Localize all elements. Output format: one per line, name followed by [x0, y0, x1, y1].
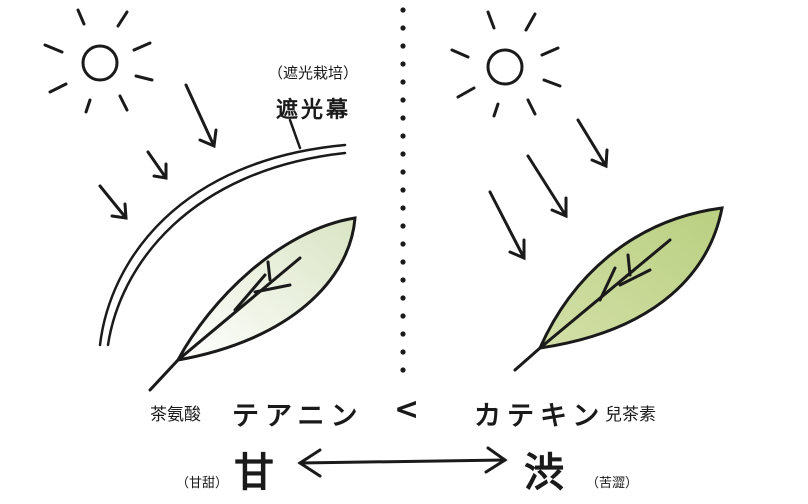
right-sunlight-arrows — [488, 118, 609, 261]
left-sunlight-arrows — [98, 83, 218, 220]
left-taste: 甘 — [234, 450, 274, 496]
left-taste-note: （甘甜） — [176, 476, 229, 491]
right-leaf — [513, 206, 724, 372]
shade-net — [98, 118, 347, 347]
right-chinese-term: 兒茶素 — [605, 405, 656, 425]
right-katakana-term: カテキン — [474, 401, 606, 432]
right-sun-icon — [450, 10, 562, 118]
shade-label: 遮光幕 — [276, 98, 352, 123]
dotted-divider — [400, 7, 406, 373]
right-taste: 渋 — [524, 450, 564, 496]
left-katakana-term: テアニン — [232, 401, 364, 432]
left-chinese-term: 茶氨酸 — [150, 405, 201, 425]
compare-symbol: < — [394, 392, 426, 427]
left-sun-icon — [43, 8, 154, 114]
shade-note: （遮光栽培） — [268, 64, 359, 82]
taste-double-arrow — [297, 446, 508, 478]
right-taste-note: （苦澀） — [586, 476, 639, 491]
left-leaf — [148, 216, 357, 392]
